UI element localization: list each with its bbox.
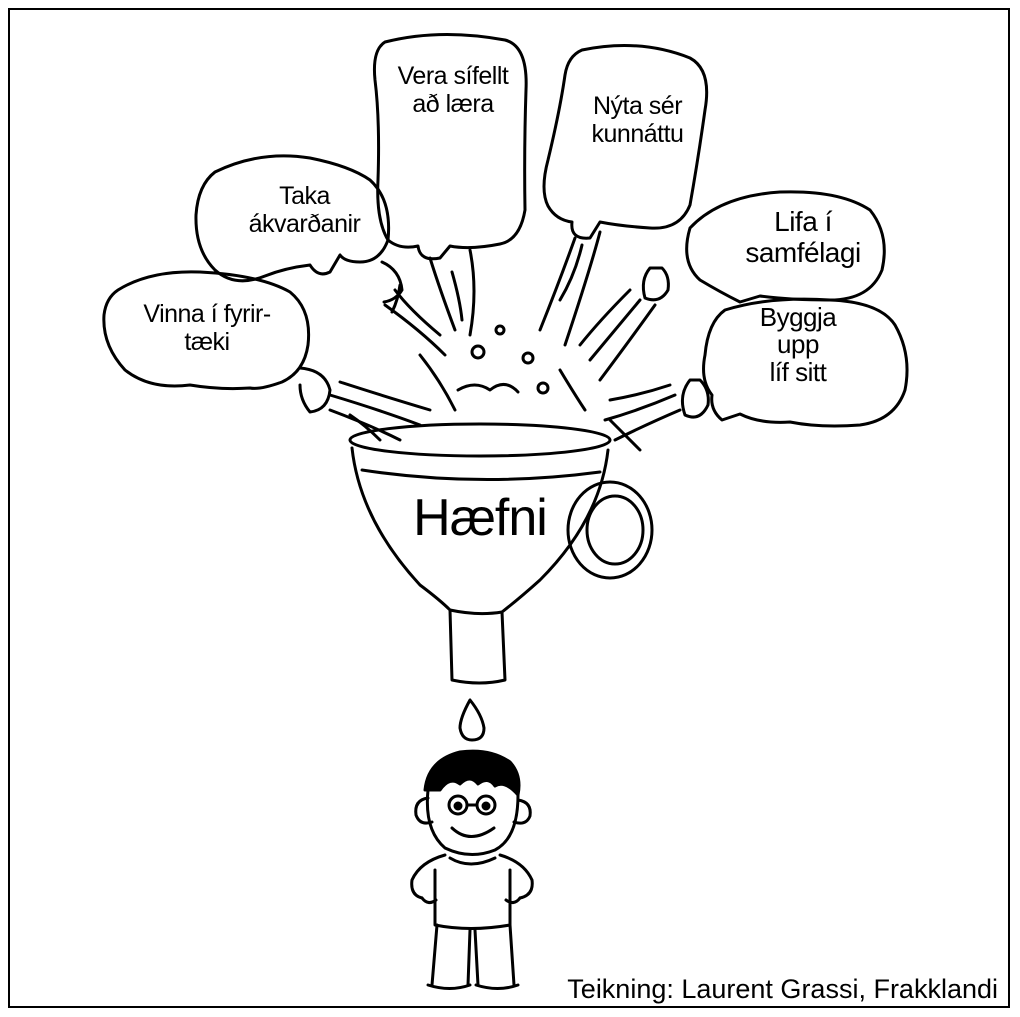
bubble-vera-shape xyxy=(373,33,528,261)
bubble-taka-line-1: Taka xyxy=(279,182,330,210)
funnel-body xyxy=(350,446,610,685)
bubble-nyta-line-1: Nýta sér xyxy=(592,92,683,120)
funnel-spout-line xyxy=(448,608,504,616)
bubble-taka-line-2: ákvarðanir xyxy=(248,210,361,238)
falling-drop xyxy=(458,698,486,742)
bubble-lifa-neck xyxy=(641,266,670,302)
splash-drop xyxy=(470,344,486,360)
splash-drop xyxy=(536,381,550,395)
bubble-lifa-line-1: Lifa í xyxy=(774,206,832,237)
bubble-lifa-line-2: samfélagi xyxy=(745,237,861,269)
bubble-vera-stem xyxy=(428,248,476,337)
bubble-nyta-line-2: kunnáttu xyxy=(591,120,684,148)
bubble-taka-label: Taka ákvarðanir xyxy=(232,182,377,238)
bubble-vinna-shape xyxy=(102,270,311,391)
bubble-taka-neck xyxy=(380,260,404,304)
bubble-lifa-stem xyxy=(578,288,657,382)
bubble-nyta-stem xyxy=(538,230,602,347)
funnel-ring-inner xyxy=(585,494,645,566)
funnel-label: Hæfni xyxy=(413,489,548,547)
bubble-byggja-line-1: Byggja xyxy=(759,302,837,332)
bubble-byggja-stem xyxy=(603,383,682,442)
bubble-lifa-label: Lifa í samfélagi xyxy=(738,206,868,269)
bubble-byggja-line-2: upp xyxy=(777,329,819,360)
illustration-credit: Teikning: Laurent Grassi, Frakklandi xyxy=(567,974,998,1004)
bubble-vera-label: Vera sífellt að læra xyxy=(382,62,524,118)
bubble-vera-line-2: að læra xyxy=(412,90,494,118)
bubble-vinna-neck xyxy=(298,366,332,414)
splash-spray xyxy=(348,353,642,452)
bubble-byggja-line-3: líf sitt xyxy=(769,356,827,387)
funnel-rim xyxy=(348,422,612,458)
bubble-byggja-neck xyxy=(680,378,710,419)
splash-wave xyxy=(456,383,520,394)
funnel-band xyxy=(360,468,602,481)
bubble-nyta-shape xyxy=(542,44,709,240)
bubble-vinna-line-1: Vinna í fyrir- xyxy=(143,300,271,328)
boy-figure xyxy=(410,749,534,990)
bubble-vinna-stem xyxy=(328,380,432,442)
bubble-taka-shape xyxy=(194,154,391,283)
funnel-ring xyxy=(566,480,654,580)
bubble-lifa-shape xyxy=(685,190,886,304)
splash-drop xyxy=(494,324,506,336)
figure-frame xyxy=(8,8,1010,1008)
bubble-taka-stem xyxy=(383,283,447,357)
bubble-vera-line-1: Vera sífellt xyxy=(397,62,509,90)
bubble-vinna-label: Vinna í fyrir- tæki xyxy=(112,300,302,356)
splash-drop xyxy=(521,351,535,365)
bubble-byggja-label: Byggja upp líf sitt xyxy=(738,302,858,387)
bubble-vinna-line-2: tæki xyxy=(184,328,230,356)
bubble-nyta-label: Nýta sér kunnáttu xyxy=(575,92,700,148)
bubble-byggja-shape xyxy=(702,297,909,428)
